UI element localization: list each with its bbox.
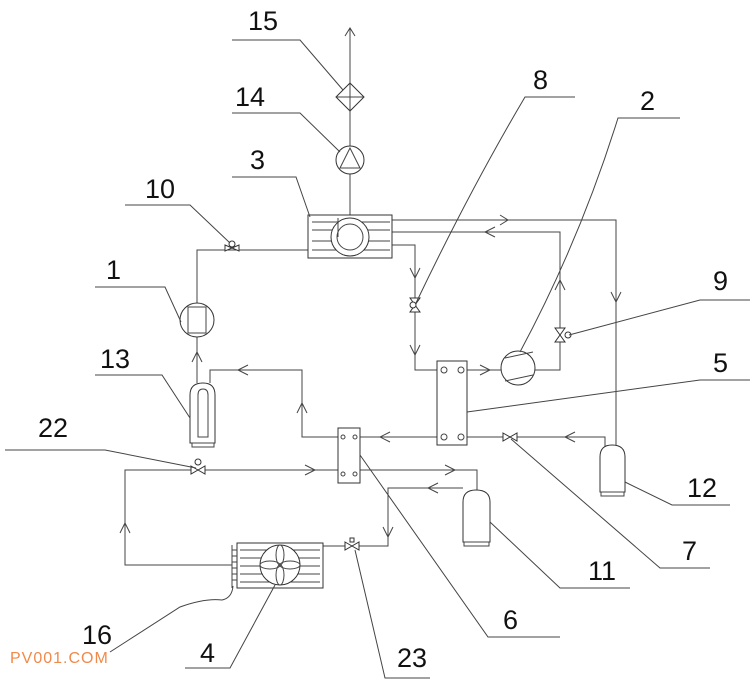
plate-heat-exchanger-6 (337, 427, 361, 484)
label-5: 5 (713, 348, 729, 378)
pipes (119, 27, 622, 566)
label-16: 16 (82, 620, 113, 650)
label-6: 6 (503, 605, 519, 635)
label-11: 11 (588, 556, 617, 586)
label-9: 9 (713, 266, 729, 296)
label-12: 12 (687, 473, 718, 503)
label-13: 13 (100, 344, 131, 374)
condenser-fan-4 (231, 542, 324, 589)
watermark: PV001.COM (10, 650, 109, 667)
label-15: 15 (248, 6, 279, 36)
compressor-2 (500, 350, 536, 386)
label-1: 1 (106, 255, 122, 285)
leader-lines (5, 39, 750, 679)
label-14: 14 (235, 82, 266, 112)
label-4: 4 (200, 638, 216, 668)
label-7: 7 (682, 536, 698, 566)
valve-7 (502, 432, 518, 442)
label-8: 8 (533, 65, 549, 95)
valve-10 (224, 244, 240, 252)
valve-9 (554, 327, 566, 343)
valve-23 (344, 541, 360, 551)
compressor-1 (179, 302, 215, 338)
receiver-12 (599, 444, 626, 497)
label-10: 10 (145, 174, 176, 204)
water-heat-exchanger-3 (307, 214, 393, 259)
valves (190, 240, 572, 551)
label-3: 3 (250, 145, 266, 175)
label-23: 23 (397, 643, 428, 673)
accumulator-13 (189, 382, 216, 448)
plate-heat-exchanger-5 (436, 360, 468, 446)
label-22: 22 (38, 413, 69, 443)
pump-14 (335, 145, 365, 175)
receiver-11 (462, 489, 491, 547)
label-2: 2 (640, 86, 656, 116)
